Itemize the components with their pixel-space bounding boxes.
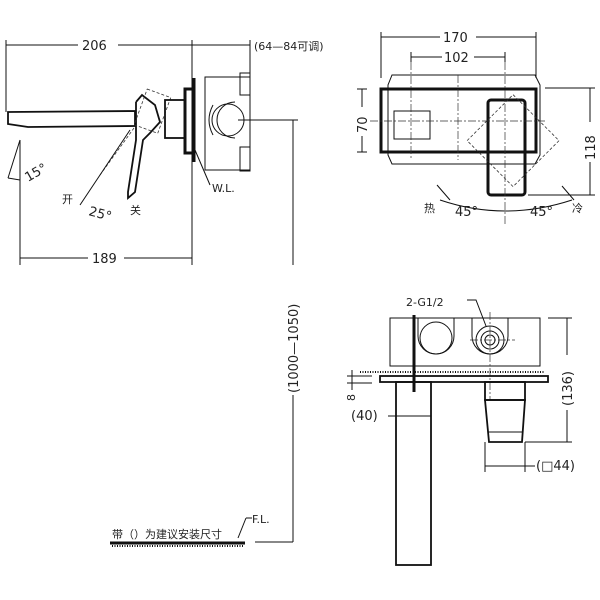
cold-label: 冷 [572, 202, 583, 215]
spout-shape [7, 110, 136, 128]
angle-hot: 45° [455, 205, 478, 220]
top-view: 170 102 70 118 热 45° 45° 冷 [356, 31, 599, 225]
dim-40: (40) [351, 409, 378, 424]
side-view: 206 (64—84可调) 15° 开 25° 关 W.L. 189 (1000… [5, 39, 324, 547]
installation-note: 带（）为建议安装尺寸 [112, 527, 222, 541]
box-body [204, 76, 251, 171]
spout-front [395, 381, 432, 566]
dim-70: 70 [356, 116, 371, 133]
box-front [389, 317, 541, 367]
dim-136: (136) [561, 371, 576, 406]
hot-label: 热 [424, 202, 435, 215]
dim-102: 102 [444, 51, 469, 66]
floor-line-label: F.L. [252, 513, 270, 526]
dim-170: 170 [443, 31, 468, 46]
flange [183, 87, 195, 155]
open-label: 开 [62, 193, 73, 206]
box-outline [379, 87, 538, 154]
handle-front [484, 399, 526, 443]
dim-adjust: (64—84可调) [254, 40, 324, 53]
angle-15: 15° [23, 161, 50, 186]
dim-8: 8 [345, 394, 358, 401]
dim-189: 189 [92, 252, 117, 267]
dim-44: (□44) [536, 459, 575, 474]
thread-label: 2-G1/2 [406, 296, 444, 309]
angle-25: 25° [87, 204, 113, 224]
angle-cold: 45° [530, 205, 553, 220]
handle-shape [127, 93, 162, 200]
dim-height: (1000—1050) [287, 304, 302, 393]
cover-plate [379, 375, 549, 383]
dim-206: 206 [82, 39, 107, 54]
handle-top [486, 98, 527, 197]
close-label: 关 [130, 203, 141, 217]
window [393, 110, 431, 140]
dim-118: 118 [584, 135, 599, 160]
front-view: 2-G1/2 8 (40) (136) (□44) [345, 296, 576, 566]
connector [164, 99, 186, 139]
wall-line-label: W.L. [212, 182, 235, 195]
